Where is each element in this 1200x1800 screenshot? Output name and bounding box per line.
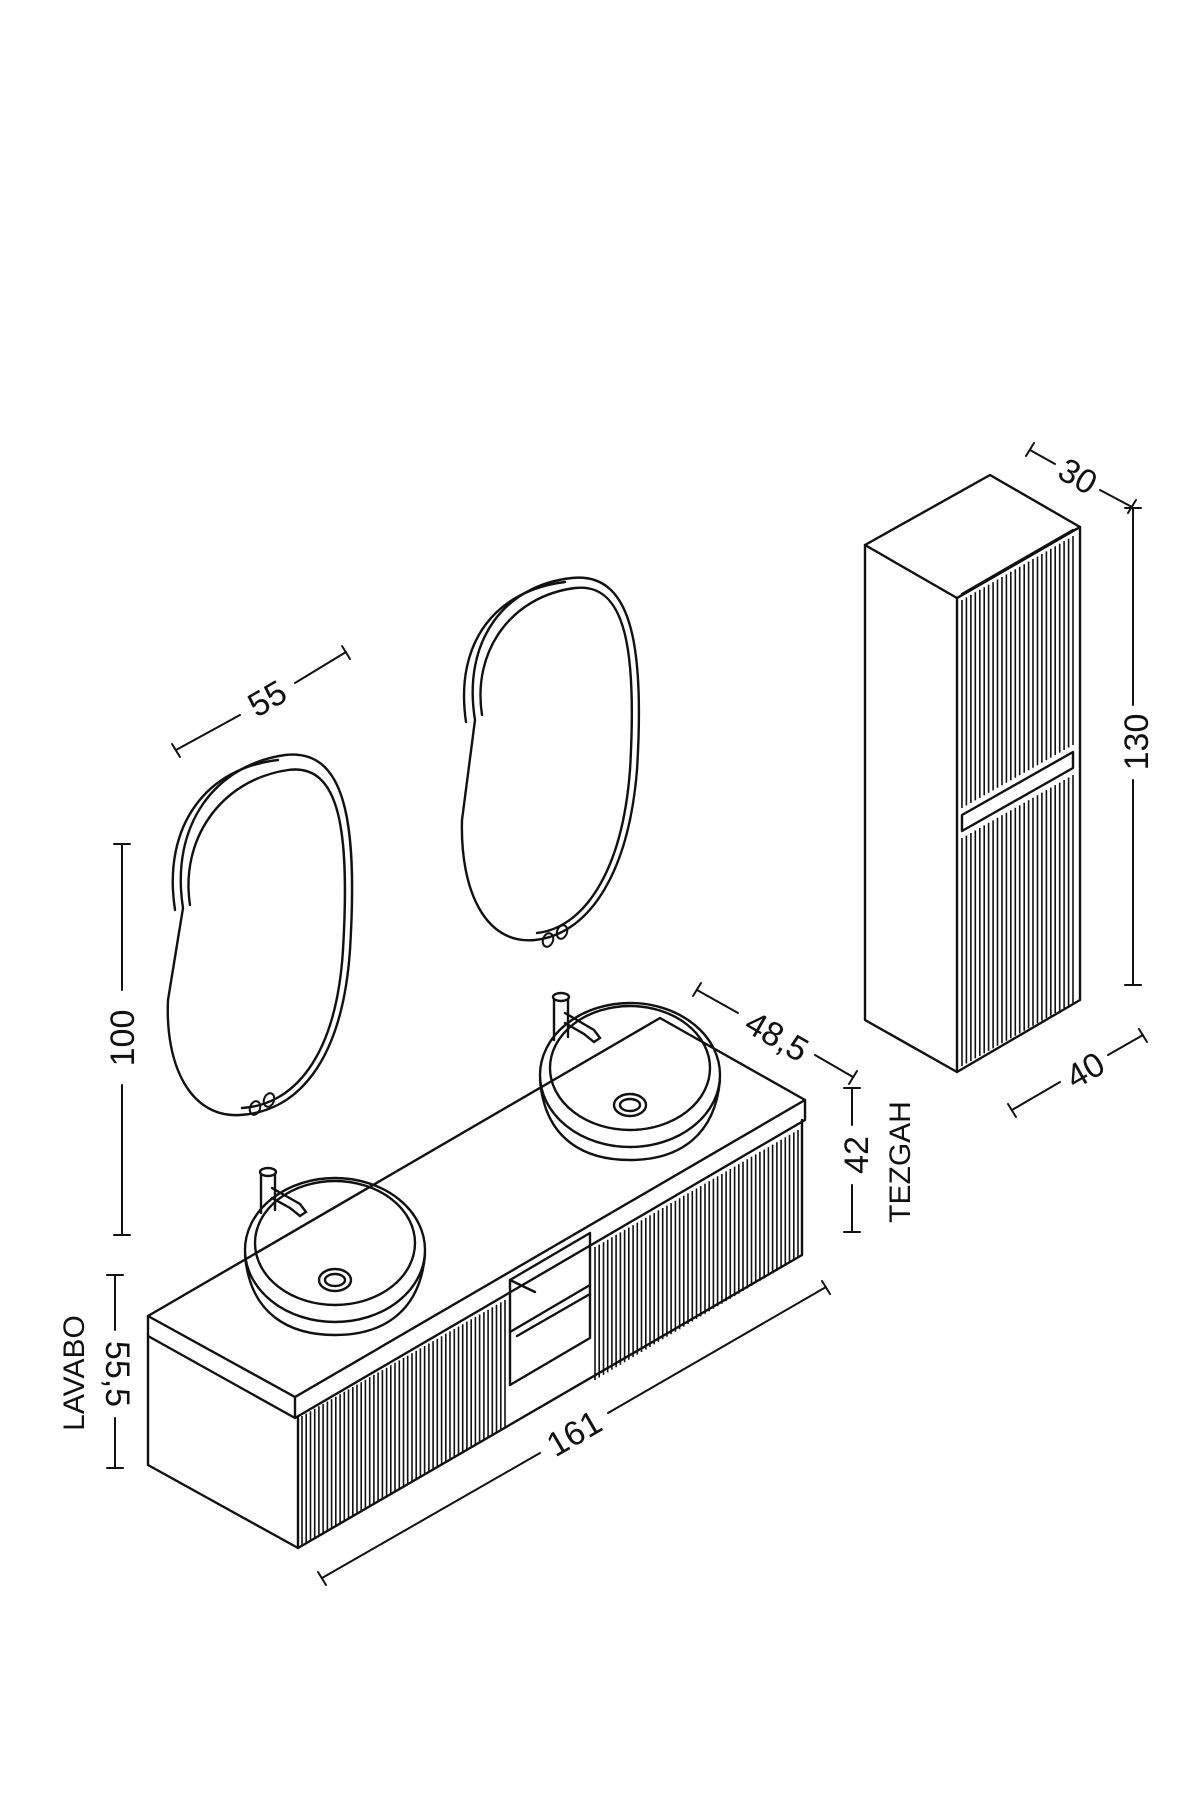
vanity-cabinet — [146, 1118, 804, 1550]
label-tall-height: 130 — [1118, 714, 1156, 771]
right-faucet — [551, 991, 602, 1044]
tall-upper-door-ribs — [961, 536, 1074, 808]
left-mirror-touch-icon — [248, 1092, 276, 1116]
label-sink-name: LAVABO — [58, 1315, 91, 1431]
dimension-cabinet-depth — [692, 982, 858, 1085]
right-mirror-touch-icon — [541, 924, 569, 948]
vanity-right-door-ribs — [594, 1130, 799, 1380]
vanity-countertop — [146, 1016, 807, 1420]
dimension-counter-height — [843, 1087, 861, 1233]
left-faucet — [258, 1166, 308, 1218]
dimension-sink-height — [106, 1274, 124, 1469]
left-sink — [243, 1176, 427, 1337]
tall-cabinet-handle — [960, 750, 1075, 833]
label-sink-height: 55,5 — [98, 1341, 136, 1407]
label-cabinet-depth: 48,5 — [738, 1004, 814, 1070]
label-mirror-width: 55 — [242, 673, 294, 725]
label-cabinet-width: 161 — [540, 1403, 608, 1464]
vanity-left-door-ribs — [301, 1300, 506, 1545]
label-tall-depth: 30 — [1052, 451, 1104, 503]
door-ribbing — [301, 536, 1074, 1545]
tall-cabinet — [863, 473, 1082, 1074]
open-shelf — [508, 1231, 592, 1387]
right-mirror — [460, 576, 641, 948]
dimension-mirror-height — [113, 843, 131, 1236]
right-sink — [538, 1001, 722, 1162]
dimension-cabinet-width — [317, 1280, 831, 1586]
label-mirror-height: 100 — [104, 1010, 142, 1067]
label-counter-name: TEZGAH — [884, 1101, 917, 1223]
tall-lower-door-ribs — [961, 775, 1074, 1066]
dimension-tall-width — [1007, 1028, 1148, 1118]
label-counter-height: 42 — [838, 1136, 876, 1174]
dimension-tall-height — [1124, 507, 1142, 986]
label-tall-width: 40 — [1060, 1045, 1112, 1097]
dimension-tall-depth — [1025, 442, 1137, 514]
dimension-mirror-width — [171, 645, 351, 758]
left-mirror — [166, 753, 354, 1117]
